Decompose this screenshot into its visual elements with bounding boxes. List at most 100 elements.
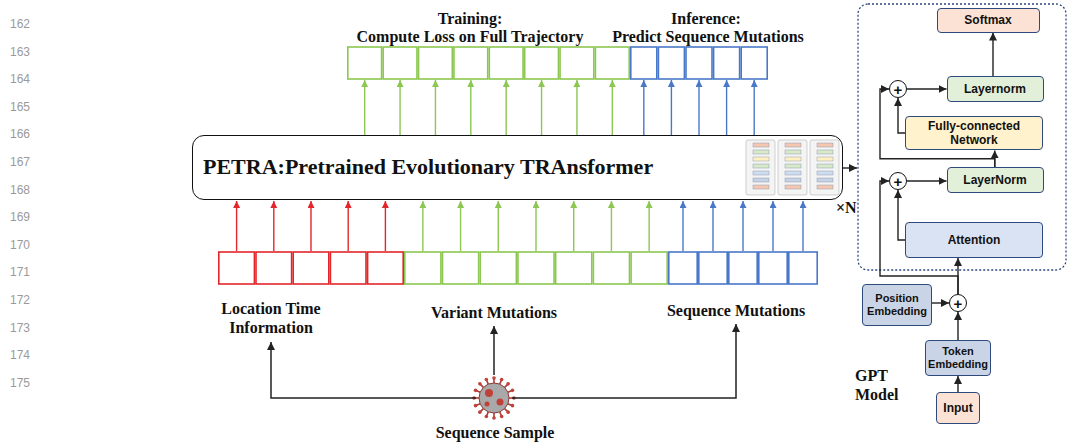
repeat-label: ×N	[836, 198, 860, 217]
model-label: GPT Model	[855, 366, 911, 404]
thumbnail-bar	[753, 185, 769, 189]
token-arrow	[754, 80, 755, 135]
token-arrow	[435, 80, 436, 135]
thumbnail-bar	[785, 150, 801, 154]
thumbnail-bar	[753, 171, 769, 175]
token-square	[293, 252, 329, 284]
sample-label: Sequence Sample	[410, 423, 580, 442]
token-arrow	[505, 80, 506, 135]
node-text: Attention	[948, 233, 1001, 247]
line-number: 170	[2, 237, 30, 253]
token-arrow	[772, 201, 773, 251]
virus-spike-tip	[511, 389, 515, 393]
thumbnail-bar	[785, 164, 801, 168]
node-text: Softmax	[964, 13, 1011, 27]
line-number: 165	[2, 99, 30, 115]
stage-heading: Compute Loss on Full Trajectory	[320, 27, 620, 46]
line-number: 164	[2, 71, 30, 87]
input-label: Variant Mutations	[409, 303, 579, 322]
virus-illustration	[472, 376, 516, 420]
token-square	[256, 252, 292, 284]
thumbnail-bar	[817, 164, 833, 168]
token-square	[330, 252, 366, 284]
line-number: 163	[2, 44, 30, 60]
token-square	[658, 47, 684, 79]
token-arrow	[310, 201, 311, 251]
virus-spike-tip	[511, 404, 515, 408]
add-circle: +	[889, 80, 907, 98]
token-arrow	[698, 80, 699, 135]
softmax-box: Softmax	[937, 8, 1040, 33]
node-text: Position Embedding	[867, 292, 927, 318]
virus-spike-tip	[492, 416, 496, 420]
token-square	[669, 252, 697, 284]
token-square	[443, 252, 479, 284]
virus-spike-tip	[478, 382, 482, 386]
thumbnail-bar	[785, 171, 801, 175]
virus-spike-tip	[474, 404, 478, 408]
node-text: Fully-connected Network	[910, 119, 1038, 148]
layernorm-box: LayerNorm	[947, 167, 1044, 193]
token-square	[348, 47, 382, 79]
connector-arrow	[957, 376, 958, 392]
line-number: 169	[2, 209, 30, 225]
thumbnail-bar	[817, 143, 833, 147]
thumbnail-bar	[785, 178, 801, 182]
connector-arrow	[957, 312, 958, 340]
connector-arrow	[907, 88, 947, 89]
token-square	[631, 252, 667, 284]
token-arrow	[399, 80, 400, 135]
token-square	[419, 47, 453, 79]
token-square	[699, 252, 727, 284]
thumbnail-bar	[785, 157, 801, 161]
token-square	[593, 252, 629, 284]
node-text: Token Embedding	[928, 345, 988, 371]
line-number: 167	[2, 154, 30, 170]
virus-spike-tip	[485, 415, 489, 419]
token-square	[525, 47, 559, 79]
thumbnail-bar	[817, 150, 833, 154]
virus-spike-tip	[474, 389, 478, 393]
token-square	[219, 252, 255, 284]
connector-arrow	[898, 98, 905, 133]
token-arrow	[742, 201, 743, 251]
virus-spike-tip	[492, 376, 496, 380]
token-square	[714, 47, 740, 79]
sample-arrow	[271, 342, 476, 398]
ffn-box: Fully-connected Network	[905, 116, 1043, 151]
token-arrow	[364, 80, 365, 135]
line-number: 166	[2, 126, 30, 142]
line-number: 171	[2, 264, 30, 280]
virus-spike-tip	[506, 382, 510, 386]
connector-arrow	[907, 180, 947, 181]
add-sign: +	[894, 174, 903, 189]
thumbnail-bar	[817, 178, 833, 182]
virus-spike-tip	[500, 415, 504, 419]
token-arrow	[612, 80, 613, 135]
token-arrow	[726, 80, 727, 135]
stage-heading: Training:	[340, 9, 600, 28]
token-square	[759, 252, 787, 284]
token-arrow	[498, 201, 499, 251]
attention-box: Attention	[905, 222, 1043, 258]
token-arrow	[348, 201, 349, 251]
token-square	[741, 47, 767, 79]
token-square	[368, 252, 404, 284]
token-square	[686, 47, 712, 79]
token-arrow	[422, 201, 423, 251]
virus-spike-tip	[485, 378, 489, 382]
token-square	[595, 47, 629, 79]
stage-heading: Inference:	[606, 9, 806, 28]
token-arrow	[682, 201, 683, 251]
token-square	[480, 252, 516, 284]
node-text: PETRA:Pretrained Evolutionary TRAnsforme…	[203, 154, 653, 180]
token-square	[789, 252, 817, 284]
connector-arrow	[898, 190, 905, 240]
token-arrow	[712, 201, 713, 251]
token-arrow	[273, 201, 274, 251]
token-arrow	[643, 80, 644, 135]
line-number: 174	[2, 347, 30, 363]
sample-arrow	[512, 324, 736, 398]
token-arrow	[802, 201, 803, 251]
token-arrow	[385, 201, 386, 251]
